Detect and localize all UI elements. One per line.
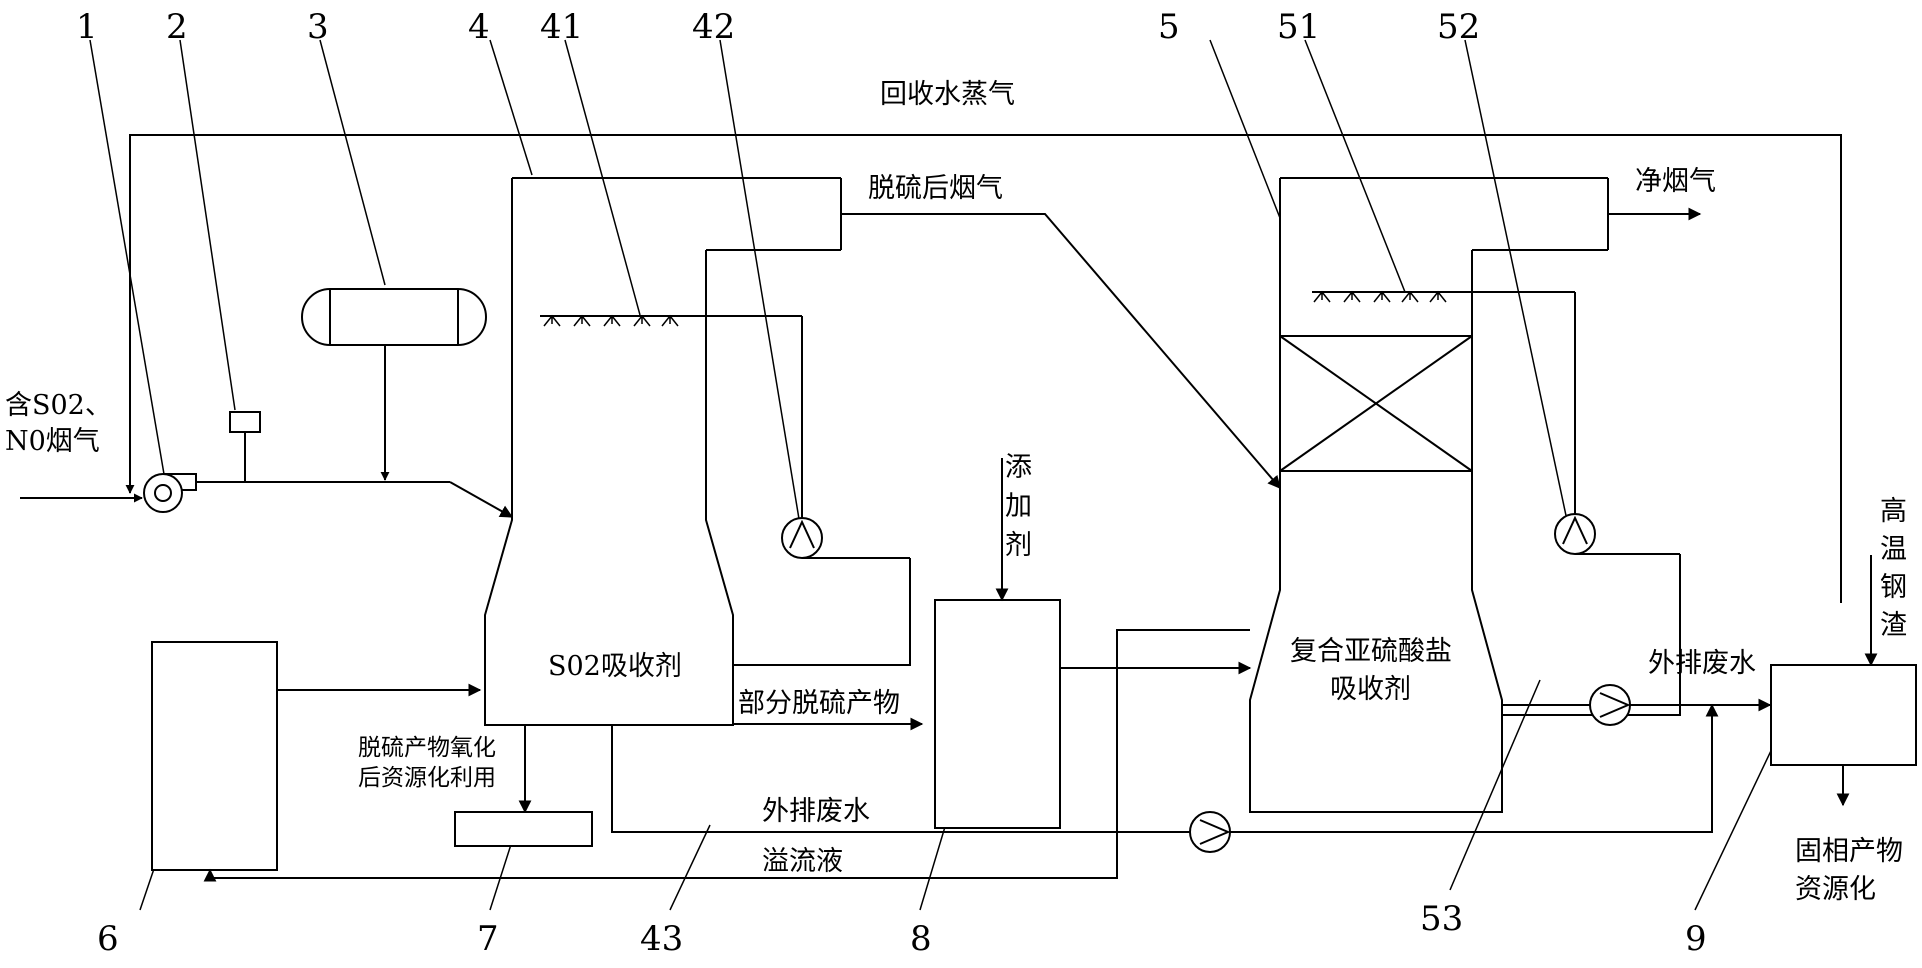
callout-8: 8 bbox=[910, 919, 932, 959]
callout-6: 6 bbox=[97, 919, 119, 959]
discharge-pump-icon bbox=[1589, 684, 1631, 726]
callout-53: 53 bbox=[1420, 899, 1463, 939]
oxidation-tank-box bbox=[151, 641, 278, 871]
callout-43: 43 bbox=[640, 919, 683, 959]
sensor-icon bbox=[229, 411, 261, 433]
recovered-steam-label: 回收水蒸气 bbox=[880, 79, 1015, 110]
slag-label-4: 渣 bbox=[1880, 610, 1907, 641]
circulation-pump-icon bbox=[781, 517, 823, 559]
oxidation-label-line2: 后资源化利用 bbox=[358, 765, 496, 791]
additive-label-1: 添 bbox=[1005, 452, 1032, 483]
clean-gas-label: 净烟气 bbox=[1635, 166, 1716, 197]
ammonia-tank-icon bbox=[301, 288, 487, 346]
so2-absorber-tower bbox=[484, 177, 911, 726]
wastewater-line bbox=[611, 703, 1719, 853]
callout-52: 52 bbox=[1437, 7, 1480, 47]
callout-5: 5 bbox=[1158, 7, 1180, 47]
callout-51: 51 bbox=[1277, 7, 1320, 47]
callout-42: 42 bbox=[692, 7, 735, 47]
so2-absorbent-label: S02吸收剂 bbox=[548, 651, 682, 682]
wastewater-right-label: 外排废水 bbox=[1648, 648, 1756, 679]
slag-treatment-box bbox=[1770, 664, 1917, 766]
partial-product-label: 部分脱硫产物 bbox=[738, 688, 900, 719]
packing-bed-icon bbox=[1279, 335, 1473, 472]
inlet-label-line2: N0烟气 bbox=[5, 426, 100, 457]
wastewater-mid-label: 外排废水 bbox=[762, 796, 870, 827]
additive-label-2: 加 bbox=[1005, 491, 1032, 522]
slag-label-3: 钢 bbox=[1880, 572, 1907, 603]
callout-numbers: 1 2 3 4 41 42 5 51 52 6 7 43 8 53 9 bbox=[76, 7, 1707, 959]
solid-product-line2: 资源化 bbox=[1795, 874, 1876, 905]
desulfurized-gas-label: 脱硫后烟气 bbox=[868, 173, 1003, 204]
fan-icon bbox=[143, 473, 197, 513]
additive-label-3: 剂 bbox=[1005, 530, 1032, 561]
recovered-steam-loop bbox=[125, 134, 1842, 603]
overflow-label: 溢流液 bbox=[762, 846, 843, 877]
composite-absorber-tower bbox=[1249, 177, 1772, 813]
circulation-pump-icon bbox=[1554, 513, 1596, 555]
callout-2: 2 bbox=[166, 7, 188, 47]
overflow-line bbox=[203, 629, 1250, 882]
inlet-label-line1: 含S02、 bbox=[5, 390, 112, 421]
wastewater-pump-icon bbox=[1189, 811, 1231, 853]
callout-3: 3 bbox=[307, 7, 329, 47]
diagram-labels: 含S02、 N0烟气 回收水蒸气 脱硫后烟气 净烟气 添 加 剂 S02吸收剂 … bbox=[5, 79, 1907, 905]
composite-absorbent-line1: 复合亚硫酸盐 bbox=[1290, 636, 1452, 667]
slag-label-1-visible: 高 bbox=[1880, 496, 1907, 527]
callout-4: 4 bbox=[468, 7, 490, 47]
callout-41: 41 bbox=[540, 7, 583, 47]
desulfurized-gas-line bbox=[841, 213, 1281, 489]
composite-absorbent-line2: 吸收剂 bbox=[1330, 674, 1411, 705]
callout-1: 1 bbox=[76, 7, 98, 47]
callout-9: 9 bbox=[1685, 919, 1707, 959]
spray-nozzles-icon bbox=[540, 314, 802, 327]
inlet-section bbox=[20, 288, 514, 518]
oxidation-label-line1: 脱硫产物氧化 bbox=[358, 735, 496, 761]
mixing-tank-box bbox=[934, 599, 1061, 829]
callout-7: 7 bbox=[477, 919, 499, 959]
solid-product-line1: 固相产物 bbox=[1795, 836, 1903, 867]
spray-nozzles-icon bbox=[1312, 290, 1575, 303]
slag-label-2: 温 bbox=[1880, 534, 1907, 565]
product-utilization-box bbox=[454, 811, 593, 847]
